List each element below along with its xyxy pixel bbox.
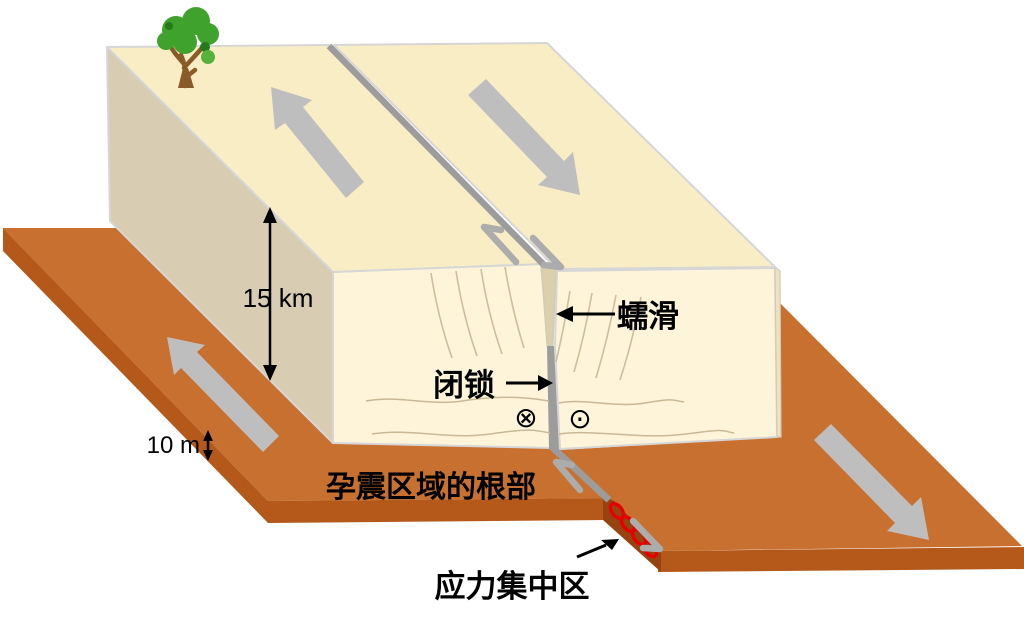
block-left-motion-arrow: [271, 87, 364, 198]
locked-label: 闭锁: [433, 368, 495, 403]
slip-half-arrow-lower-right: [629, 517, 664, 553]
slip-half-arrow-top-right: [529, 234, 565, 271]
thickness-arrow-head-top: [203, 430, 213, 441]
fault-trace-lower: [548, 443, 664, 572]
fault-line-lower-plate: [548, 443, 612, 503]
plate-thickness-label: 10 m: [147, 432, 200, 459]
tree-canopy-shadow: [165, 22, 173, 30]
thickness-arrow-head-bottom: [203, 450, 213, 461]
strain-arc: [595, 294, 617, 379]
lower-plate-right: [560, 302, 1024, 572]
strain-wavy-line: [365, 396, 550, 404]
lower-plate-left-side-face: [3, 228, 268, 523]
creep-label: 蠕滑: [617, 299, 679, 334]
tree-icon: [157, 7, 219, 89]
into-page-symbol: ⊗: [514, 401, 537, 434]
tree-leaf-tuft: [201, 50, 215, 64]
lower-plate-left: [3, 228, 608, 523]
fault-zone-upper: [326, 43, 565, 449]
strain-arc: [555, 290, 571, 363]
strain-arc: [455, 270, 478, 357]
fault-line-top-surface: [326, 43, 547, 268]
locked-arrow-head: [538, 375, 553, 391]
upper-block-right-side-sliver: [774, 266, 782, 438]
block-right-motion-arrow: [468, 79, 580, 195]
lower-plate-left-top: [3, 228, 608, 501]
tree-canopy: [157, 32, 175, 50]
strain-wavy-line: [371, 429, 551, 437]
lower-plate-left-front-face: [268, 498, 608, 523]
strain-marks: [365, 266, 735, 437]
depth-arrow-head-top: [263, 207, 277, 223]
slip-half-arrow-lower-left: [552, 458, 584, 494]
plate-right-motion-arrow: [814, 424, 929, 540]
locked-fault-band: [547, 346, 559, 449]
stress-concentration-label: 应力集中区: [435, 569, 590, 604]
plate-left-motion-arrow: [167, 337, 279, 452]
stress-arrow-head: [601, 539, 619, 550]
lower-plate-right-top: [560, 302, 1022, 551]
strain-wavy-line: [558, 429, 735, 437]
strain-arc: [573, 292, 593, 373]
slip-half-arrow-top-left: [480, 223, 520, 266]
annotations: 蠕滑 闭锁 应力集中区 15 km 10 m: [147, 207, 679, 604]
out-of-page-symbol: ⊙: [568, 402, 591, 435]
depth-label: 15 km: [243, 283, 314, 313]
tree-branches: [168, 44, 204, 89]
seismogenic-root-label: 孕震区域的根部: [326, 470, 536, 504]
strain-arc: [504, 266, 525, 349]
strain-arc: [480, 268, 503, 355]
depth-arrow-head-bottom: [263, 365, 277, 381]
lower-plate-right-front-face: [658, 547, 1024, 572]
plate-motion-arrows: [167, 337, 929, 540]
tree-canopy: [197, 23, 219, 45]
strain-arc: [619, 296, 642, 381]
tree-canopy: [173, 30, 197, 54]
tree-canopy-shadow: [200, 42, 210, 52]
stress-arrow-line: [576, 543, 607, 559]
creep-arrow-head: [556, 306, 573, 322]
strain-arc: [430, 272, 453, 359]
strain-wavy-line: [558, 399, 685, 406]
block-motion-arrows: [271, 79, 580, 198]
